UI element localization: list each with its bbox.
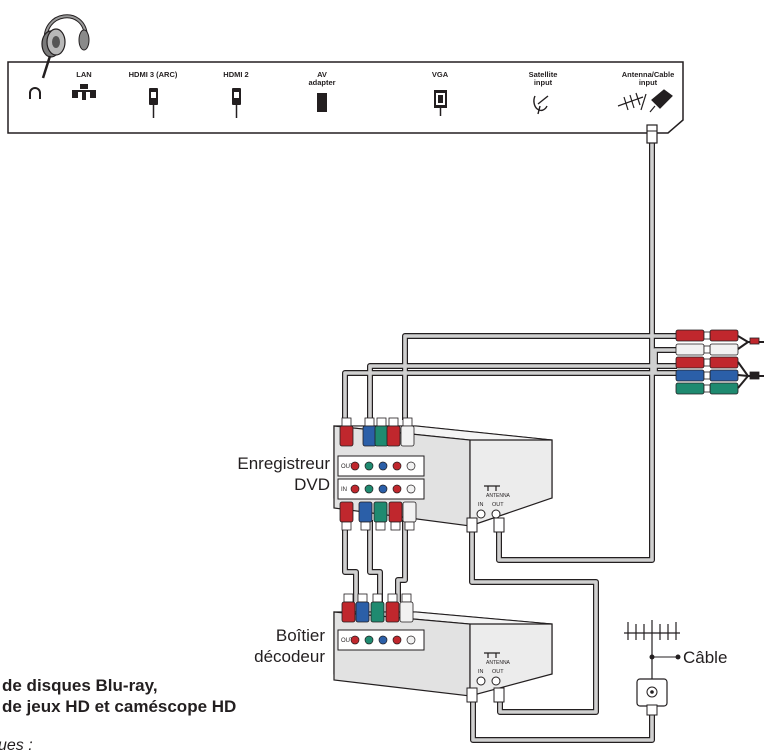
dvd-recorder-label: Enregistreur DVD [180, 453, 330, 495]
antenna-input-icon [617, 89, 673, 113]
dvd-antenna-plugs [466, 517, 505, 533]
port-label-antenna-2: input [639, 78, 658, 87]
dvd-antenna-out: OUT [492, 502, 504, 508]
headphone-jack-icon [29, 87, 41, 99]
port-label-satellite-2: input [534, 78, 553, 87]
hdmi2-port-icon [232, 88, 241, 118]
stb-antenna-plugs [466, 687, 505, 703]
dvd-recorder-box: OUT IN ANTENNA IN OUT [333, 425, 553, 527]
dvd-recorder-label-line1: Enregistreur [237, 454, 330, 473]
set-top-box-label-line1: Boîtier [275, 626, 325, 645]
port-label-av-2: adapter [308, 78, 335, 87]
wall-outlet-icon [636, 678, 668, 716]
lan-port-icon [72, 84, 96, 100]
dvd-top-rca-plugs [339, 417, 415, 447]
stb-top-rca-plugs [341, 593, 414, 623]
tv-back-panel [7, 61, 684, 134]
stb-antenna-label: ANTENNA [486, 660, 511, 666]
cable-callout: Câble [649, 648, 727, 667]
dvd-antenna-label: ANTENNA [486, 493, 511, 499]
caption-line3: ues : [0, 737, 33, 754]
dvd-in-label: IN [341, 487, 347, 493]
vga-port-icon [434, 90, 447, 116]
headphones-icon [41, 14, 90, 79]
dvd-bottom-rca-plugs [339, 501, 417, 531]
stb-out-label: OUT [341, 638, 354, 644]
port-label-lan: LAN [76, 70, 91, 79]
stb-antenna-in: IN [478, 669, 484, 675]
dvd-out-label: OUT [341, 464, 354, 470]
cable-routes [342, 142, 677, 743]
stb-antenna-out: OUT [492, 669, 504, 675]
port-label-hdmi3: HDMI 3 (ARC) [129, 70, 178, 79]
port-label-vga: VGA [432, 70, 449, 79]
dvd-antenna-in: IN [478, 502, 484, 508]
cable-label: Câble [683, 648, 727, 667]
set-top-box-label: Boîtier décodeur [180, 625, 325, 667]
port-label-av: AV [317, 70, 327, 79]
hdmi3-port-icon [149, 88, 158, 118]
satellite-input-icon [533, 95, 549, 115]
av-adapter-port-icon [317, 93, 327, 112]
caption-line1: de disques Blu-ray, [2, 676, 158, 695]
set-top-box: OUT ANTENNA IN OUT [333, 611, 553, 697]
port-label-antenna: Antenna/Cable [622, 70, 675, 79]
port-label-satellite: Satellite [529, 70, 558, 79]
rca-cable-cluster [675, 329, 764, 395]
dvd-recorder-label-line2: DVD [294, 475, 330, 494]
antenna-cable-plug [646, 124, 658, 144]
caption-line2: de jeux HD et caméscope HD [2, 697, 237, 716]
port-label-hdmi2: HDMI 2 [223, 70, 248, 79]
set-top-box-label-line2: décodeur [254, 647, 325, 666]
